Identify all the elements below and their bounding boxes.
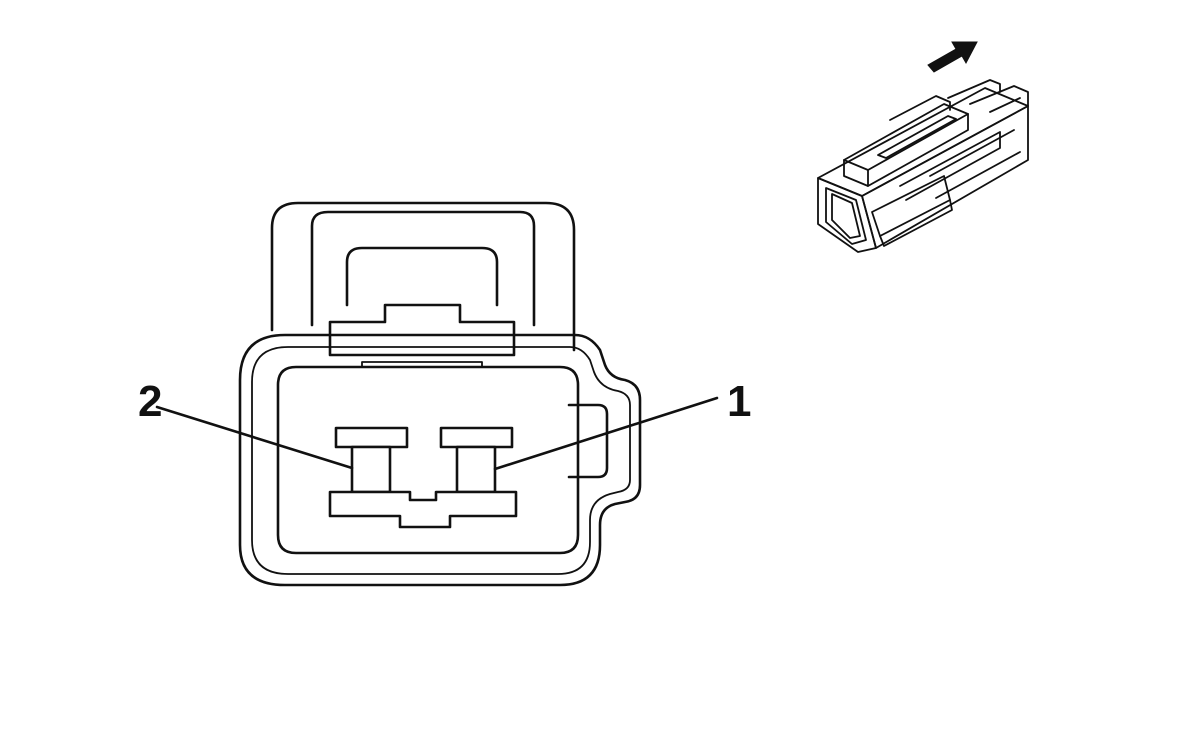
lock-tab — [345, 246, 499, 307]
pin-2-post — [350, 445, 392, 494]
lock-latch — [328, 303, 516, 357]
terminal-base — [328, 490, 518, 529]
pin-2-label: 2 — [138, 377, 162, 426]
cavity — [276, 365, 580, 555]
connector-face — [238, 201, 642, 587]
side-key — [567, 403, 609, 479]
pin-1-label: 1 — [727, 377, 751, 426]
pin-2-leader — [155, 405, 354, 470]
connector-isometric-icon — [817, 79, 1029, 253]
body-outer-2 — [251, 346, 631, 575]
pin-1-leader — [493, 396, 719, 471]
pin-1-top-pad — [439, 426, 514, 449]
direction-arrow-icon — [927, 41, 978, 73]
cavity-notch — [361, 361, 483, 368]
pin-2-top-pad — [334, 426, 409, 449]
pin-1-post — [455, 445, 497, 494]
lock-housing-inner — [310, 210, 536, 327]
body-outer — [238, 333, 642, 587]
lock-housing-outer — [270, 201, 576, 352]
